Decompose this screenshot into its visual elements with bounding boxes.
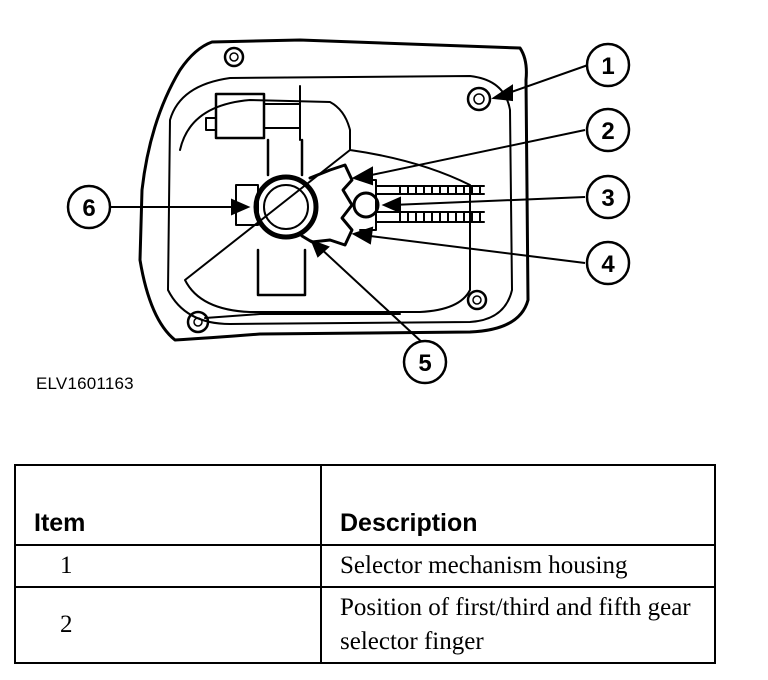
callout-5-label: 5	[418, 350, 431, 377]
item-description: Selector mechanism housing	[320, 544, 716, 588]
bolt-hole	[466, 86, 492, 112]
selector-hub-outer	[253, 174, 319, 240]
bolt-block	[214, 92, 266, 140]
callout-4	[585, 240, 631, 286]
bolt-hole	[223, 46, 245, 68]
callout-3	[585, 174, 631, 220]
selector-rod-upper	[375, 185, 485, 195]
selector-hub-inner	[263, 184, 309, 230]
housing-outline	[138, 38, 530, 342]
item-description: Position of first/third and fifth gear s…	[320, 586, 716, 664]
table-header-row: Item Description	[14, 464, 716, 546]
selector-mechanism-diagram: 1 2 3 4 5 6	[66, 38, 631, 385]
callout-1-label: 1	[601, 53, 614, 80]
figure-code: ELV1601163	[36, 374, 134, 393]
callout-3-label: 3	[601, 185, 614, 212]
selector-finger	[300, 163, 354, 247]
item-number: 2	[14, 586, 322, 664]
callout-6	[66, 184, 112, 230]
callout-4-label: 4	[601, 251, 615, 278]
callout-1	[585, 42, 631, 88]
callout-6-label: 6	[82, 195, 95, 222]
callout-2	[585, 107, 631, 153]
callout-2-label: 2	[601, 118, 614, 145]
item-number: 1	[14, 544, 322, 588]
bolt-hole	[466, 289, 488, 311]
table-row: 2 Position of first/third and fifth gear…	[14, 586, 716, 664]
parts-table: Item Description 1 Selector mechanism ho…	[14, 464, 716, 664]
inner-chamber	[179, 99, 471, 313]
selector-shaft	[256, 138, 307, 297]
item-header: Item	[14, 464, 322, 546]
callout-5	[402, 339, 448, 385]
description-header: Description	[320, 464, 716, 546]
housing-inner-outline	[167, 75, 513, 325]
selector-rod-lower	[375, 211, 485, 223]
table-row: 1 Selector mechanism housing	[14, 544, 716, 588]
interlock-ball	[352, 191, 380, 219]
bolt-hole	[186, 310, 210, 334]
